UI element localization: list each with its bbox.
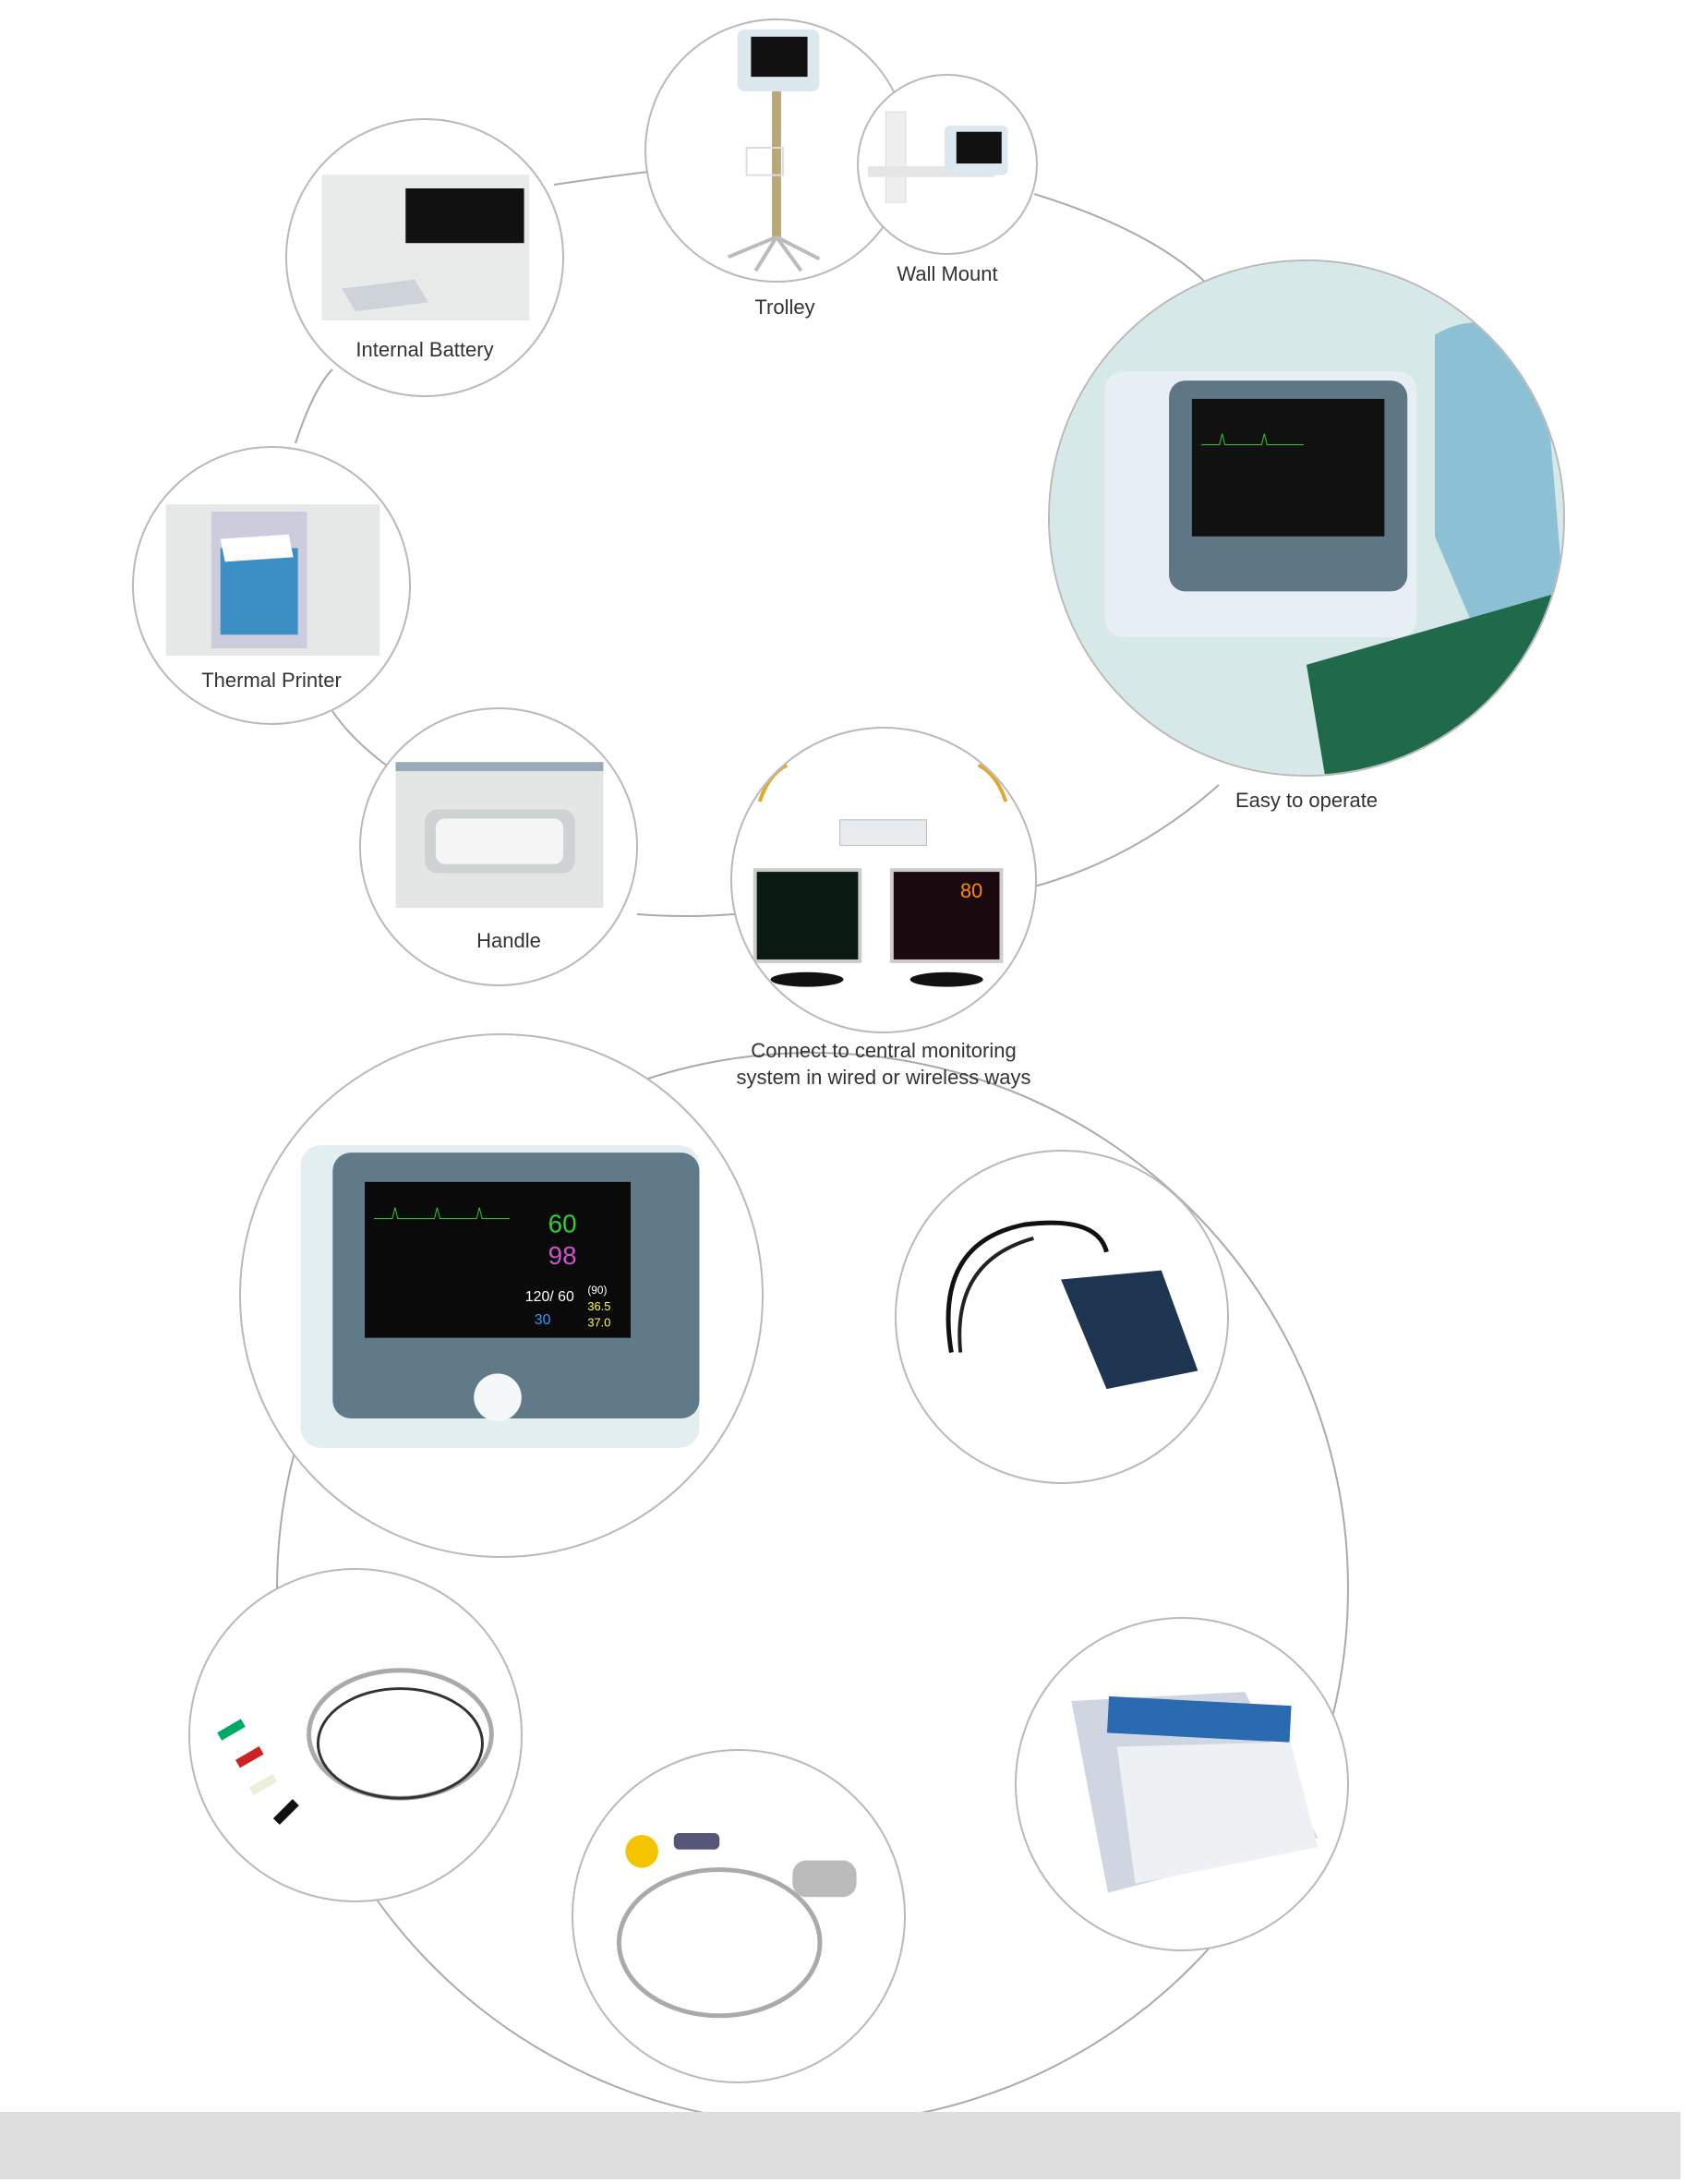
easy-to-operate-label: Easy to operate <box>1234 789 1379 812</box>
handle-label: Handle <box>476 929 541 952</box>
spo2-sensor-image <box>572 1749 906 2083</box>
central-screen-value: 80 <box>960 879 982 902</box>
printer-module-image <box>1015 1617 1349 1951</box>
wall-mount-label: Wall Mount <box>897 262 998 285</box>
map-value: (90) <box>587 1284 607 1297</box>
hr-value: 60 <box>548 1209 577 1237</box>
central-monitoring-image: 80 <box>730 727 1037 1033</box>
easy-to-operate-image <box>1048 259 1565 777</box>
ecg-cable-image <box>188 1568 523 1902</box>
t1-value: 36.5 <box>587 1299 610 1313</box>
thermal-printer-image <box>132 446 411 725</box>
central-monitoring-label: Connect to central monitoring system in … <box>736 1037 1030 1091</box>
nibp-value: 120/ 60 <box>525 1289 574 1305</box>
footer-bar <box>0 2112 1680 2179</box>
patient-monitor-image: 60 98 120/ 60 (90) 30 36.5 37.0 <box>239 1033 764 1558</box>
central-monitoring-line1: Connect to central monitoring <box>751 1039 1017 1062</box>
central-monitoring-line2: system in wired or wireless ways <box>736 1066 1031 1089</box>
spo2-value: 98 <box>548 1241 577 1270</box>
wall-mount-image <box>857 74 1038 255</box>
resp-value: 30 <box>535 1312 551 1328</box>
handle-image <box>359 707 638 986</box>
nibp-cuff-image <box>895 1150 1229 1484</box>
thermal-printer-label: Thermal Printer <box>201 669 342 692</box>
internal-battery-label: Internal Battery <box>355 338 494 361</box>
trolley-label: Trolley <box>754 296 815 319</box>
t2-value: 37.0 <box>587 1316 610 1330</box>
internal-battery-image <box>285 118 564 397</box>
